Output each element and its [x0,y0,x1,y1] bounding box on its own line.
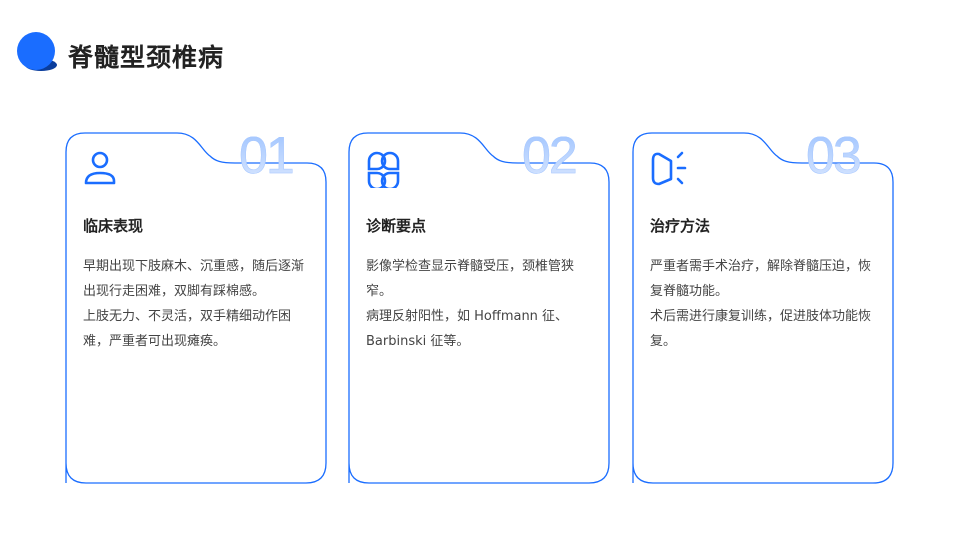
speaker-icon [651,151,687,186]
card-number: 03 [806,127,862,186]
card-title: 临床表现 [83,217,144,235]
grid-icon [367,151,400,188]
card-paragraph: 术后需进行康复训练，促进肢体功能恢复。 [650,309,872,349]
logo-icon [17,32,57,71]
card-frame [348,132,610,484]
card-paragraph: 严重者需手术治疗，解除脊髓压迫，恢复脊髓功能。 [650,259,872,299]
card-body: 影像学检查显示脊髓受压，颈椎管狭窄。病理反射阳性，如 Hoffmann 征、Ba… [366,254,598,354]
card-paragraph: 早期出现下肢麻木、沉重感，随后逐渐出现行走困难，双脚有踩棉感。 [83,259,305,299]
card-body: 早期出现下肢麻木、沉重感，随后逐渐出现行走困难，双脚有踩棉感。上肢无力、不灵活，… [83,254,315,354]
card-frame [65,132,327,484]
card-paragraph: 病理反射阳性，如 Hoffmann 征、Barbinski 征等。 [366,309,569,349]
page-title: 脊髓型颈椎病 [68,43,225,72]
card-number: 02 [522,127,578,186]
card-frame [632,132,894,484]
card-number: 01 [239,127,295,186]
card-title: 治疗方法 [650,217,711,235]
card-title: 诊断要点 [366,217,427,235]
card-paragraph: 影像学检查显示脊髓受压，颈椎管狭窄。 [366,259,575,299]
card-body: 严重者需手术治疗，解除脊髓压迫，恢复脊髓功能。术后需进行康复训练，促进肢体功能恢… [650,254,882,354]
user-icon [84,151,116,185]
card-paragraph: 上肢无力、不灵活，双手精细动作困难，严重者可出现瘫痪。 [83,309,292,349]
card-01: 01 临床表现 早期出现下肢麻木、沉重感，随后逐渐出现行走困难，双脚有踩棉感。上… [65,127,327,486]
card-03: 03 治疗方法 严重者需手术治疗，解除脊髓压迫，恢复脊髓功能。术后需进行康复训练… [632,127,894,486]
card-02: 02 诊断要点 影像学检查显示脊髓受压，颈椎管狭窄。病理反射阳性，如 Hoffm… [348,127,610,486]
